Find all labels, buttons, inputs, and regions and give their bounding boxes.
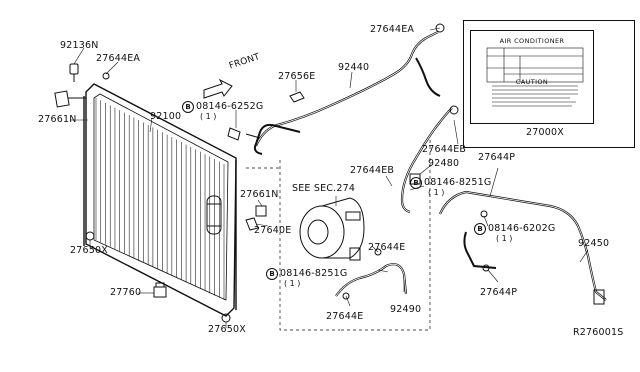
clip-27656E	[289, 91, 305, 103]
label-92480: 92480	[428, 158, 460, 169]
label-27644EA-top: 27644EA	[370, 24, 415, 35]
label-27644EB-right: 27644EB	[422, 144, 467, 155]
bolt-tag-6252G: B	[182, 101, 194, 113]
compressor	[299, 197, 365, 261]
label-inset-frame	[463, 20, 635, 148]
label-27644EB-mid: 27644EB	[350, 165, 395, 176]
label-27760: 27760	[110, 287, 142, 298]
label-27656E: 27656E	[278, 71, 316, 82]
label-08146-8251G-low: 08146-8251G	[280, 268, 348, 279]
label-see-sec-274: SEE SEC.274	[292, 183, 356, 194]
label-92136N: 92136N	[60, 40, 99, 51]
front-arrow	[203, 78, 233, 99]
label-27644E-low: 27644E	[326, 311, 364, 322]
label-27650X-top: 27650X	[70, 245, 108, 256]
pipe-92450	[438, 190, 607, 305]
pad-27650X-top	[85, 231, 95, 241]
label-92440: 92440	[338, 62, 370, 73]
label-27644E-mid: 27644E	[368, 242, 406, 253]
label-27640E: 27640E	[254, 225, 292, 236]
label-card-graphics	[486, 47, 584, 107]
label-08146-6202G-qty: ( 1 )	[496, 234, 513, 243]
bracket-27760	[153, 282, 167, 298]
receiver-drier	[206, 195, 222, 235]
label-27644EA-left: 27644EA	[96, 53, 141, 64]
label-08146-8251G-low-qty: ( 1 )	[284, 279, 301, 288]
label-92490: 92490	[390, 304, 422, 315]
bolt-tag-8251G-mid: B	[410, 177, 422, 189]
diagram-ref-code: R276001S	[573, 327, 624, 338]
bolt-tag-8251G-low: B	[266, 268, 278, 280]
label-08146-8251G-mid: 08146-8251G	[424, 177, 492, 188]
condenser-92100	[54, 63, 237, 317]
ac-card-caution: CAUTION	[515, 78, 549, 86]
label-08146-6252G: 08146-6252G	[196, 101, 264, 112]
ac-card-title: AIR CONDITIONER	[499, 37, 565, 45]
bolt-tag-6202G: B	[474, 223, 486, 235]
ac-label-card: AIR CONDITIONER CAUTION	[470, 30, 594, 124]
label-27644P-top: 27644P	[478, 152, 516, 163]
label-27661N-left: 27661N	[38, 114, 77, 125]
label-92100: 92100	[150, 111, 182, 122]
label-08146-6202G: 08146-6202G	[488, 223, 556, 234]
label-92450: 92450	[578, 238, 610, 249]
label-27650X-bottom: 27650X	[208, 324, 246, 335]
label-08146-6252G-qty: ( 1 )	[200, 112, 217, 121]
label-27661N-mid: 27661N	[240, 189, 279, 200]
label-27644P-low: 27644P	[480, 287, 518, 298]
bracket-27640E	[245, 217, 259, 231]
label-08146-8251G-mid-qty: ( 1 )	[428, 188, 445, 197]
label-27000X: 27000X	[526, 127, 564, 138]
